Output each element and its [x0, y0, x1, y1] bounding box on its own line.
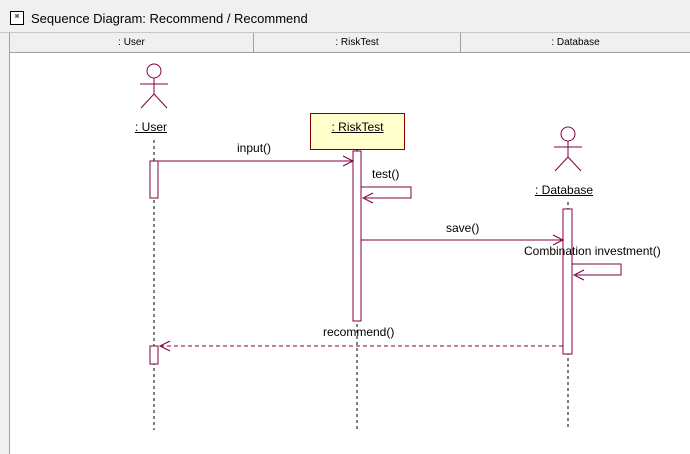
user-actor-icon: [140, 63, 168, 109]
risktest-object-box[interactable]: : RiskTest: [310, 113, 405, 150]
database-activation: [562, 208, 573, 355]
test-arrow: [361, 186, 412, 199]
column-header-database[interactable]: : Database: [461, 33, 690, 53]
database-object-label[interactable]: : Database: [535, 183, 594, 197]
left-gutter: [0, 33, 10, 454]
user-object-label[interactable]: : User: [135, 120, 168, 134]
database-actor-icon: [554, 126, 582, 172]
input-message-label[interactable]: input(): [237, 141, 272, 155]
combination-arrow: [572, 263, 622, 276]
column-header-user[interactable]: : User: [10, 33, 254, 53]
title-bar: ⌘ Sequence Diagram: Recommend / Recommen…: [0, 0, 690, 33]
recommend-message-label[interactable]: recommend(): [323, 325, 395, 339]
risktest-object-label: : RiskTest: [331, 120, 384, 134]
user-activation-1: [149, 160, 159, 199]
test-message-label[interactable]: test(): [372, 167, 400, 181]
combination-message-label[interactable]: Combination investment(): [524, 244, 661, 258]
save-message-label[interactable]: save(): [446, 221, 480, 235]
user-activation-2: [149, 345, 159, 365]
risktest-activation: [352, 150, 362, 322]
diagram-icon: ⌘: [10, 11, 24, 25]
window-title: Sequence Diagram: Recommend / Recommend: [31, 11, 308, 26]
column-header-risktest[interactable]: : RiskTest: [254, 33, 461, 53]
